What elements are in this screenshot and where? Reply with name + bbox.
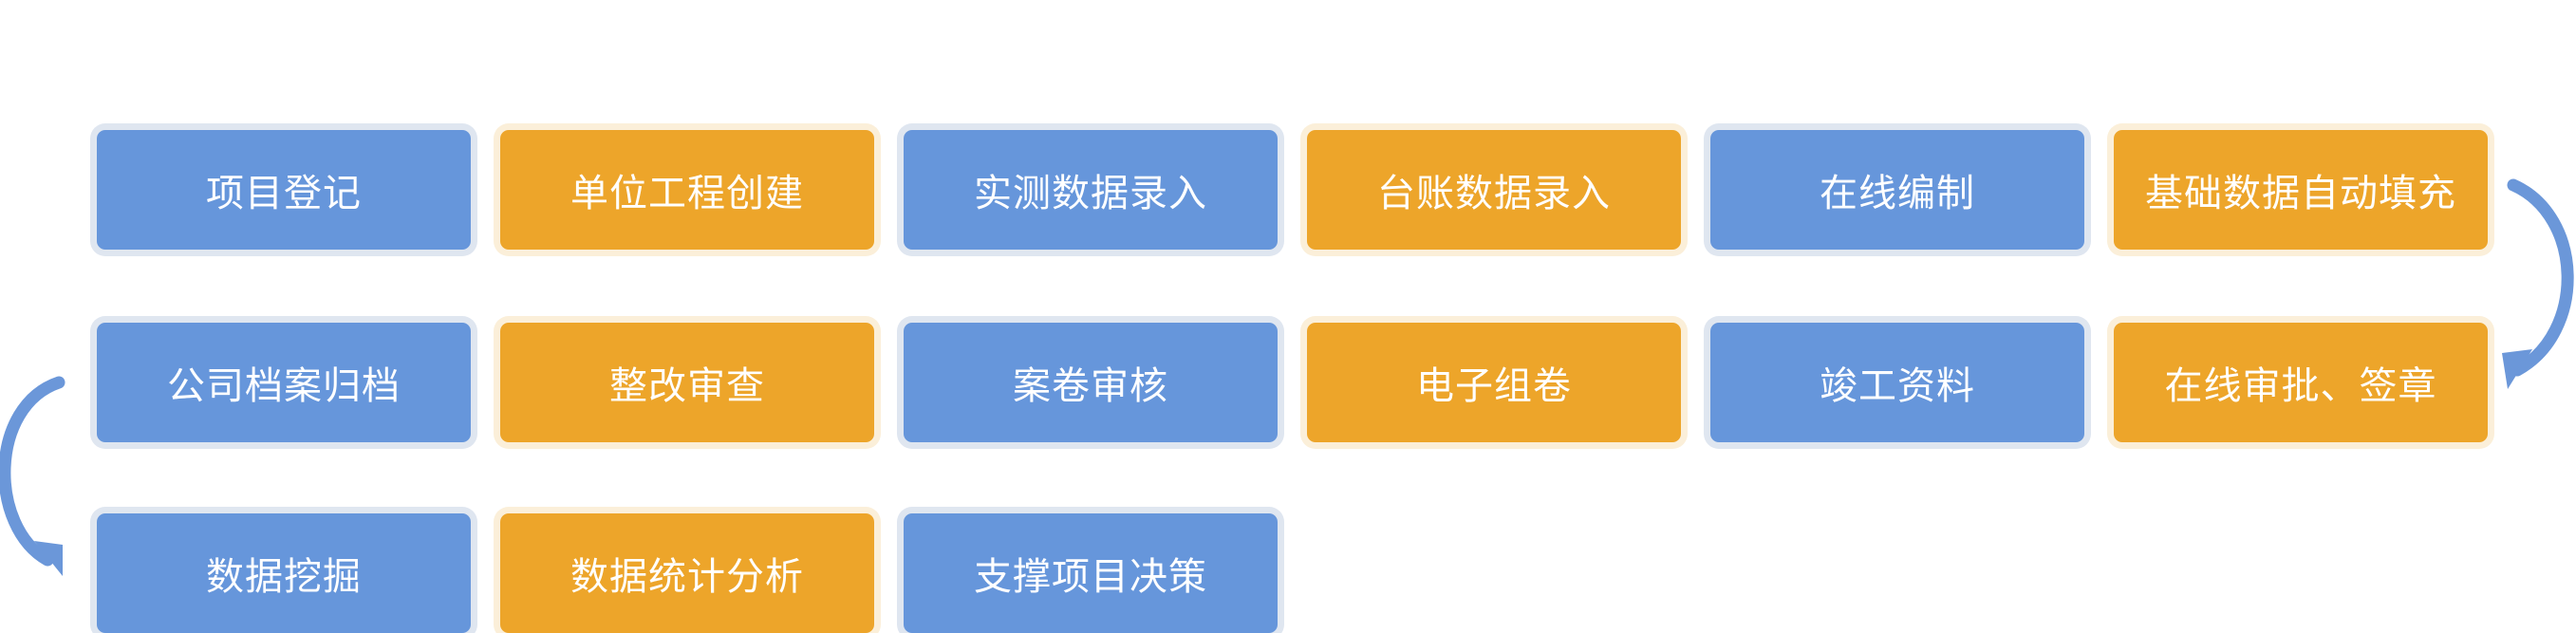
- step-measured-data-entry: 实测数据录入: [904, 130, 1278, 250]
- step-completion-documents: 竣工资料: [1710, 323, 2084, 442]
- step-data-statistics-analysis: 数据统计分析: [500, 513, 874, 633]
- step-rectification-review: 整改审查: [500, 323, 874, 442]
- step-online-approval-signing: 在线审批、签章: [2114, 323, 2488, 442]
- curved-arrow-left: [0, 376, 65, 567]
- step-basic-data-autofill: 基础数据自动填充: [2114, 130, 2488, 250]
- curved-arrow-right: [2507, 178, 2574, 377]
- step-support-project-decision: 支撑项目决策: [904, 513, 1278, 633]
- step-project-registration: 项目登记: [97, 130, 471, 250]
- step-online-compilation: 在线编制: [1710, 130, 2084, 250]
- curved-arrow-right-head: [2502, 349, 2532, 389]
- step-electronic-filing: 电子组卷: [1307, 323, 1681, 442]
- step-company-archiving: 公司档案归档: [97, 323, 471, 442]
- step-data-mining: 数据挖掘: [97, 513, 471, 633]
- step-file-audit: 案卷审核: [904, 323, 1278, 442]
- step-unit-project-creation: 单位工程创建: [500, 130, 874, 250]
- curved-arrow-left-head: [34, 541, 63, 576]
- step-ledger-data-entry: 台账数据录入: [1307, 130, 1681, 250]
